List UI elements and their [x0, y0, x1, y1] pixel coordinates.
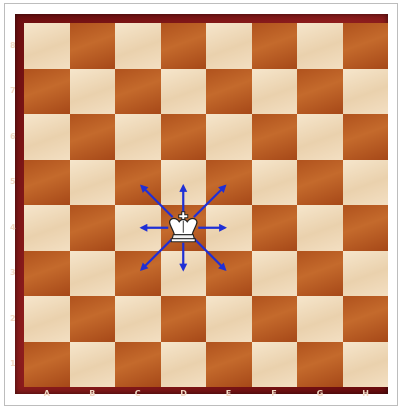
- square-a1[interactable]: [24, 342, 70, 388]
- square-f2[interactable]: [252, 296, 298, 342]
- square-c7[interactable]: [115, 69, 161, 115]
- rank-label-5: 5: [10, 178, 16, 186]
- square-e5[interactable]: [206, 160, 252, 206]
- square-a7[interactable]: [24, 69, 70, 115]
- square-b5[interactable]: [70, 160, 116, 206]
- square-g2[interactable]: [297, 296, 343, 342]
- square-d8[interactable]: [161, 23, 207, 69]
- rank-label-2: 2: [10, 315, 16, 323]
- square-b3[interactable]: [70, 251, 116, 297]
- rank-label-8: 8: [10, 42, 16, 50]
- square-b8[interactable]: [70, 23, 116, 69]
- square-a3[interactable]: [24, 251, 70, 297]
- square-f1[interactable]: [252, 342, 298, 388]
- square-e6[interactable]: [206, 114, 252, 160]
- square-h3[interactable]: [343, 251, 389, 297]
- square-f3[interactable]: [252, 251, 298, 297]
- square-a6[interactable]: [24, 114, 70, 160]
- square-f5[interactable]: [252, 160, 298, 206]
- square-a5[interactable]: [24, 160, 70, 206]
- square-c1[interactable]: [115, 342, 161, 388]
- square-d3[interactable]: [161, 251, 207, 297]
- square-b2[interactable]: [70, 296, 116, 342]
- square-c4[interactable]: [115, 205, 161, 251]
- square-h5[interactable]: [343, 160, 389, 206]
- square-b1[interactable]: [70, 342, 116, 388]
- square-d6[interactable]: [161, 114, 207, 160]
- rank-label-1: 1: [10, 360, 16, 368]
- square-h7[interactable]: [343, 69, 389, 115]
- square-a2[interactable]: [24, 296, 70, 342]
- square-b6[interactable]: [70, 114, 116, 160]
- file-label-g: G: [317, 390, 324, 398]
- square-e7[interactable]: [206, 69, 252, 115]
- rank-label-7: 7: [10, 87, 16, 95]
- square-d4[interactable]: [161, 205, 207, 251]
- square-e1[interactable]: [206, 342, 252, 388]
- file-label-c: C: [135, 390, 141, 398]
- square-c2[interactable]: [115, 296, 161, 342]
- square-g1[interactable]: [297, 342, 343, 388]
- file-label-b: B: [89, 390, 95, 398]
- square-c3[interactable]: [115, 251, 161, 297]
- square-g6[interactable]: [297, 114, 343, 160]
- square-h1[interactable]: [343, 342, 389, 388]
- file-label-e: E: [226, 390, 231, 398]
- square-b4[interactable]: [70, 205, 116, 251]
- square-g3[interactable]: [297, 251, 343, 297]
- square-f4[interactable]: [252, 205, 298, 251]
- square-f7[interactable]: [252, 69, 298, 115]
- file-label-f: F: [271, 390, 276, 398]
- square-g4[interactable]: [297, 205, 343, 251]
- square-d2[interactable]: [161, 296, 207, 342]
- square-h2[interactable]: [343, 296, 389, 342]
- square-h6[interactable]: [343, 114, 389, 160]
- square-h8[interactable]: [343, 23, 389, 69]
- square-f6[interactable]: [252, 114, 298, 160]
- square-d1[interactable]: [161, 342, 207, 388]
- square-g8[interactable]: [297, 23, 343, 69]
- file-label-d: D: [180, 390, 187, 398]
- square-e8[interactable]: [206, 23, 252, 69]
- square-d7[interactable]: [161, 69, 207, 115]
- square-b7[interactable]: [70, 69, 116, 115]
- rank-label-4: 4: [10, 224, 16, 232]
- file-label-a: A: [44, 390, 50, 398]
- square-a8[interactable]: [24, 23, 70, 69]
- file-label-h: H: [362, 390, 369, 398]
- square-c6[interactable]: [115, 114, 161, 160]
- square-a4[interactable]: [24, 205, 70, 251]
- square-e4[interactable]: [206, 205, 252, 251]
- square-c5[interactable]: [115, 160, 161, 206]
- square-e2[interactable]: [206, 296, 252, 342]
- square-c8[interactable]: [115, 23, 161, 69]
- square-h4[interactable]: [343, 205, 389, 251]
- square-e3[interactable]: [206, 251, 252, 297]
- square-d5[interactable]: [161, 160, 207, 206]
- rank-label-3: 3: [10, 269, 16, 277]
- square-f8[interactable]: [252, 23, 298, 69]
- square-g7[interactable]: [297, 69, 343, 115]
- square-g5[interactable]: [297, 160, 343, 206]
- rank-label-6: 6: [10, 133, 16, 141]
